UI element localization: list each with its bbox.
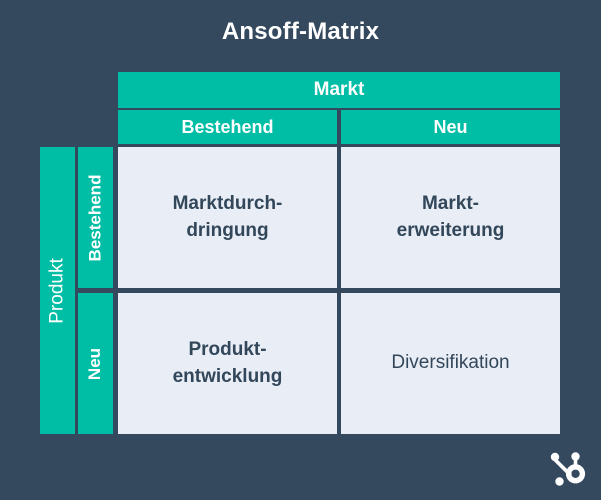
quadrant-market-development-line1: Markt- [421,192,479,214]
quadrant-market-development-line2: erweiterung [396,219,505,241]
product-axis-header: Produkt [40,147,75,434]
product-row-header-neu: Neu [78,293,113,434]
hubspot-sprocket-icon [548,450,588,492]
quadrant-product-development: Produkt- entwicklung [118,293,337,434]
market-axis-header: Markt [118,72,560,108]
product-row-header-bestehend: Bestehend [78,147,113,288]
quadrant-diversification-label: Diversifikation [391,352,510,374]
market-column-header-bestehend: Bestehend [118,110,337,144]
product-axis-label: Produkt [46,257,68,324]
product-row-label-bestehend: Bestehend [85,174,105,261]
quadrant-market-penetration: Marktdurch- dringung [118,147,337,288]
product-row-label-neu: Neu [85,347,105,380]
quadrant-diversification: Diversifikation [341,293,560,434]
page-title: Ansoff-Matrix [221,18,380,45]
quadrant-market-penetration-line2: dringung [186,219,269,241]
quadrant-product-development-line2: entwicklung [172,365,283,387]
market-column-header-neu: Neu [341,110,560,144]
quadrant-market-development: Markt- erweiterung [341,147,560,288]
quadrant-market-penetration-line1: Marktdurch- [172,192,283,214]
quadrant-product-development-line1: Produkt- [188,338,267,360]
